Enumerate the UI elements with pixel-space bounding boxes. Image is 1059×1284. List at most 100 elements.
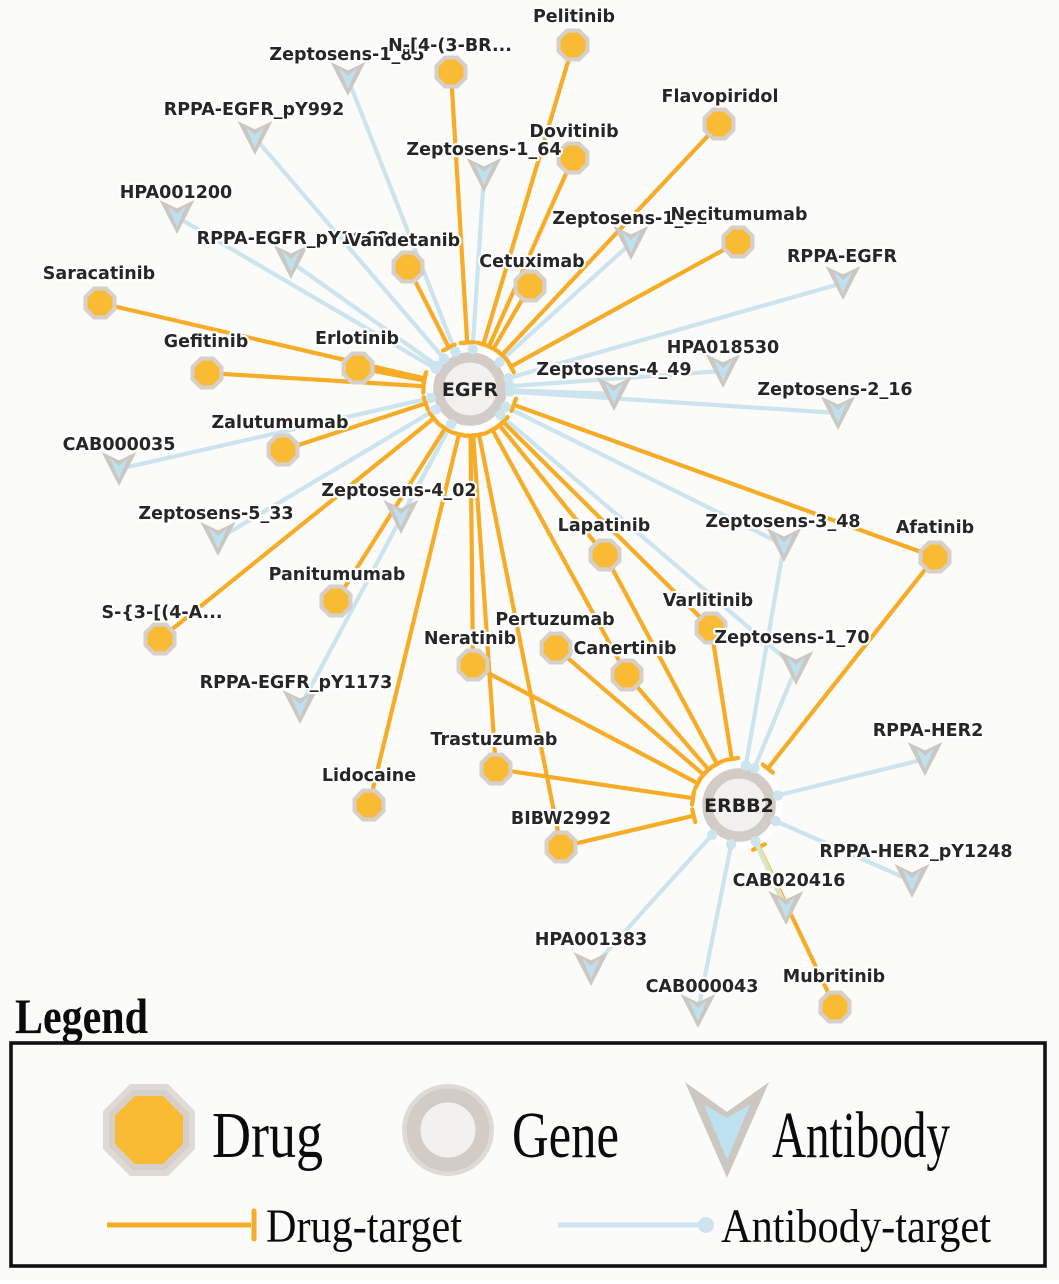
antibody-label-zeptosens-4-02: Zeptosens-4_02 (321, 481, 476, 501)
edge-tee-bibw2992-erbb2 (692, 809, 695, 822)
edge-drug-target-trastuzumab-erbb2 (511, 771, 693, 798)
legend-drug-icon (115, 1096, 183, 1164)
drug-node-n-4-3-br (436, 57, 466, 87)
legend-antibody-target-dot-icon (698, 1217, 714, 1233)
edge-tee-n-4-3-br-egfr (461, 342, 474, 343)
antibody-node-hpa001383 (574, 952, 609, 986)
drug-label-vandetanib: Vandetanib (348, 231, 460, 251)
antibody-label-rppa-her2-py1248: RPPA-HER2_pY1248 (819, 842, 1012, 862)
legend-title: Legend (15, 988, 148, 1044)
drug-label-dovitinib: Dovitinib (529, 122, 618, 142)
edge-endpoint-dot-cab020416-erbb2 (750, 836, 760, 846)
drug-octagon-icon-flavopiridol (707, 112, 732, 137)
drug-octagon-icon-gefitinib (195, 361, 220, 386)
antibody-label-hpa018530: HPA018530 (667, 338, 779, 358)
edge-tee-trastuzumab-erbb2 (692, 792, 694, 805)
drug-label-lapatinib: Lapatinib (558, 516, 651, 536)
edge-drug-target-neratinib-erbb2 (487, 672, 698, 783)
edge-tee-lidocaine-egfr (453, 433, 466, 436)
drug-label-cetuximab: Cetuximab (479, 252, 584, 272)
edge-endpoint-dot-rppa-egfr-py1173-egfr (446, 419, 456, 429)
drug-node-s-3-4-a (145, 624, 175, 654)
edge-endpoint-dot-cab000035-egfr (426, 393, 436, 403)
edge-endpoint-dot-hpa001383-erbb2 (707, 829, 717, 839)
antibody-label-rppa-egfr-py1173: RPPA-EGFR_pY1173 (200, 673, 393, 693)
drug-label-erlotinib: Erlotinib (315, 329, 399, 349)
drug-octagon-icon-cetuximab (518, 274, 543, 299)
edge-endpoint-dot-zeptosens-1-70-egfr (495, 410, 505, 420)
drug-label-lidocaine: Lidocaine (322, 766, 416, 786)
drug-label-saracatinib: Saracatinib (43, 264, 155, 284)
antibody-label-zeptosens-5-33: Zeptosens-5_33 (138, 504, 293, 524)
drug-label-bibw2992: BIBW2992 (511, 809, 611, 829)
drug-octagon-icon-zalutumumab (271, 438, 296, 463)
drug-label-panitumumab: Panitumumab (269, 565, 406, 585)
drug-label-necitumumab: Necitumumab (671, 205, 808, 225)
drug-node-bibw2992 (546, 832, 576, 862)
drug-node-trastuzumab (481, 754, 511, 784)
drug-octagon-icon-pelitinib (561, 33, 586, 58)
drug-node-mubritinib (820, 992, 850, 1022)
drug-node-cetuximab (515, 271, 545, 301)
drug-octagon-icon-panitumumab (324, 589, 349, 614)
antibody-node-cab000035 (102, 452, 137, 486)
antibody-label-zeptosens-1-70: Zeptosens-1_70 (714, 628, 869, 648)
drug-node-zalutumumab (268, 435, 298, 465)
antibody-node-rppa-her2-py1248 (895, 864, 930, 898)
drug-octagon-icon-erlotinib (346, 356, 371, 381)
gene-label-egfr: EGFR (442, 379, 499, 401)
legend-drug-target-label: Drug-target (266, 1200, 463, 1253)
antibody-label-rppa-egfr: RPPA-EGFR (787, 247, 898, 267)
legend-gene-label: Gene (512, 1099, 619, 1172)
drug-node-lapatinib (590, 540, 620, 570)
drug-node-canertinib (612, 660, 642, 690)
antibody-label-zeptosens-1-64: Zeptosens-1_64 (406, 140, 561, 160)
drug-label-mubritinib: Mubritinib (783, 967, 885, 987)
drug-octagon-icon-saracatinib (88, 291, 113, 316)
antibody-label-hpa001200: HPA001200 (120, 183, 232, 203)
edge-endpoint-dot-zeptosens-5-33-egfr (430, 404, 440, 414)
edge-endpoint-dot-rppa-egfr-py1068-egfr (432, 361, 442, 371)
edge-drug-target-neratinib-egfr (471, 435, 473, 649)
edge-endpoint-dot-zeptosens-1-31-egfr (494, 357, 504, 367)
edge-endpoint-dot-rppa-her2-py1248-erbb2 (770, 816, 780, 826)
drug-label-n-4-3-br: N-[4-(3-BR... (388, 36, 512, 56)
drug-node-flavopiridol (704, 109, 734, 139)
edge-endpoint-dot-zeptosens-2-16-egfr (505, 386, 515, 396)
drug-octagon-icon-dovitinib (561, 146, 586, 171)
antibody-label-rppa-egfr-py992: RPPA-EGFR_pY992 (164, 100, 345, 120)
antibody-node-cab000043 (681, 994, 716, 1028)
drug-octagon-icon-lidocaine (357, 793, 382, 818)
drug-octagon-icon-mubritinib (823, 995, 848, 1020)
drug-label-flavopiridol: Flavopiridol (662, 87, 779, 107)
antibody-node-zeptosens-1-70 (779, 651, 814, 685)
drug-octagon-icon-vandetanib (396, 255, 421, 280)
edge-tee-bibw2992-egfr (473, 433, 486, 436)
drug-node-lidocaine (354, 790, 384, 820)
drug-label-s-3-4-a: S-{3-[(4-A... (101, 603, 222, 623)
drug-octagon-icon-pertuzumab (544, 636, 569, 661)
drug-node-gefitinib (192, 358, 222, 388)
antibody-node-cab020416 (769, 891, 804, 925)
drug-label-varlitinib: Varlitinib (663, 591, 753, 611)
drug-label-afatinib: Afatinib (896, 518, 974, 538)
edge-endpoint-dot-zeptosens-1-64-egfr (467, 344, 477, 354)
antibody-node-rppa-egfr-py1173 (283, 690, 318, 724)
edge-drug-target-varlitinib-erbb2 (713, 643, 731, 759)
node-labels: Zeptosens-1_85RPPA-EGFR_pY992HPA001200RP… (43, 7, 1013, 997)
drug-octagon-icon-s-3-4-a (148, 627, 173, 652)
legend-antibody-target-label: Antibody-target (721, 1200, 992, 1253)
antibody-label-cab000035: CAB000035 (63, 435, 176, 455)
drug-node-panitumumab (321, 586, 351, 616)
antibody-label-zeptosens-4-49: Zeptosens-4_49 (536, 360, 691, 380)
antibody-label-cab000043: CAB000043 (646, 977, 759, 997)
antibody-label-cab020416: CAB020416 (733, 871, 846, 891)
edge-endpoint-dot-zeptosens-1-85-egfr (450, 347, 460, 357)
antibody-node-zeptosens-5-33 (201, 522, 236, 556)
antibody-node-rppa-her2 (908, 742, 943, 776)
drug-node-pelitinib (558, 30, 588, 60)
drug-label-pelitinib: Pelitinib (533, 7, 615, 27)
drug-node-erlotinib (343, 353, 373, 383)
